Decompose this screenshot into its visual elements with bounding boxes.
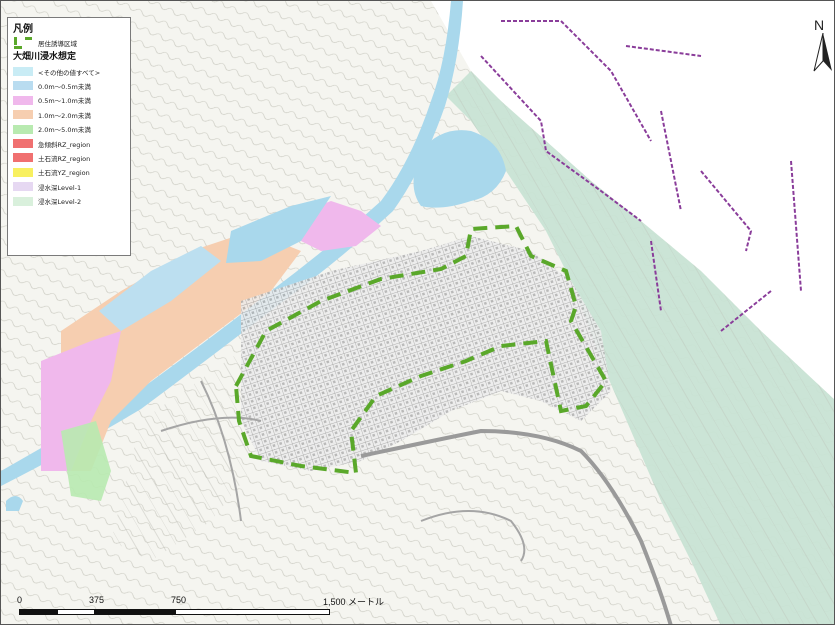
legend-item: 0.0m～0.5m未満	[13, 79, 125, 93]
legend-item-label: 0.5m～1.0m未満	[38, 97, 91, 106]
legend-item-label: 土石流YZ_region	[38, 169, 90, 178]
scale-tick-label: 750	[171, 595, 187, 605]
flood-zone-blue-2	[99, 246, 221, 331]
north-arrow-icon	[813, 33, 832, 72]
scale-segment	[57, 609, 95, 615]
scale-segment	[19, 609, 57, 615]
flood-zone-green	[61, 421, 111, 501]
north-arrow: N	[812, 17, 834, 73]
farm-fields	[111, 351, 251, 561]
legend-item: 浸水深Level-1	[13, 180, 125, 194]
legend-swatch	[13, 196, 33, 206]
legend-items: <その他の値すべて> 0.0m～0.5m未満 0.5m～1.0m未満 1.0m～…	[13, 64, 125, 208]
legend-zone-row: 居住誘導区域	[13, 36, 125, 50]
flood-lake-area	[413, 130, 506, 208]
legend-swatch	[13, 124, 33, 134]
sea-area	[431, 1, 834, 400]
legend-zone-label: 居住誘導区域	[38, 40, 77, 49]
legend-item: 0.5m～1.0m未満	[13, 93, 125, 107]
scale-segment	[95, 609, 175, 615]
flood-zone-pink	[41, 331, 121, 471]
legend-swatch	[13, 67, 33, 77]
residential-inducement-zone	[233, 223, 609, 476]
legend-item: 土石流RZ_region	[13, 151, 125, 165]
legend-swatch	[13, 182, 33, 192]
flood-zone-orange	[61, 231, 301, 471]
secondary-road	[160, 380, 526, 562]
scale-segment	[175, 609, 330, 615]
dashed-line-swatch-icon	[13, 37, 33, 50]
legend-item-label: <その他の値すべて>	[38, 68, 101, 77]
flood-zone-small-blue	[6, 496, 23, 511]
legend-item: 浸水深Level-2	[13, 194, 125, 208]
scale-tick-label: 1,500 メートル	[323, 597, 385, 607]
legend-item-label: 急傾斜RZ_region	[38, 140, 91, 149]
legend-item: 1.0m～2.0m未満	[13, 108, 125, 122]
legend-item: 急傾斜RZ_region	[13, 136, 125, 150]
scale-bar: 0 375 750 1,500 メートル	[17, 595, 397, 624]
legend-swatch	[13, 153, 33, 163]
legend-item-label: 0.0m～0.5m未満	[38, 82, 91, 91]
legend-item: 2.0m～5.0m未満	[13, 122, 125, 136]
legend-item-label: 土石流RZ_region	[38, 154, 91, 163]
legend-item: <その他の値すべて>	[13, 64, 125, 78]
map-legend: 凡例 居住誘導区域 大畑川浸水想定 <その他の値すべて> 0.0m～0.5m未満…	[7, 17, 131, 256]
legend-swatch	[13, 110, 33, 120]
legend-subtitle: 大畑川浸水想定	[13, 52, 77, 63]
north-label: N	[814, 17, 825, 33]
scale-tick-label: 375	[89, 595, 105, 605]
coastal-green-texture	[446, 71, 834, 624]
legend-item-label: 浸水深Level-1	[38, 183, 82, 192]
legend-item-label: 1.0m～2.0m未満	[38, 111, 91, 120]
legend-swatch	[13, 167, 33, 177]
legend-item-label: 2.0m～5.0m未満	[38, 126, 91, 135]
legend-swatch	[13, 95, 33, 105]
legend-swatch	[13, 81, 33, 91]
legend-title: 凡例	[13, 24, 33, 35]
legend-item-label: 浸水深Level-2	[38, 198, 82, 207]
flood-zone-blue	[226, 196, 331, 263]
legend-item: 土石流YZ_region	[13, 165, 125, 179]
scale-tick-label: 0	[17, 595, 23, 605]
main-road	[360, 428, 673, 624]
legend-swatch	[13, 139, 33, 149]
harbor-structures	[480, 20, 802, 332]
